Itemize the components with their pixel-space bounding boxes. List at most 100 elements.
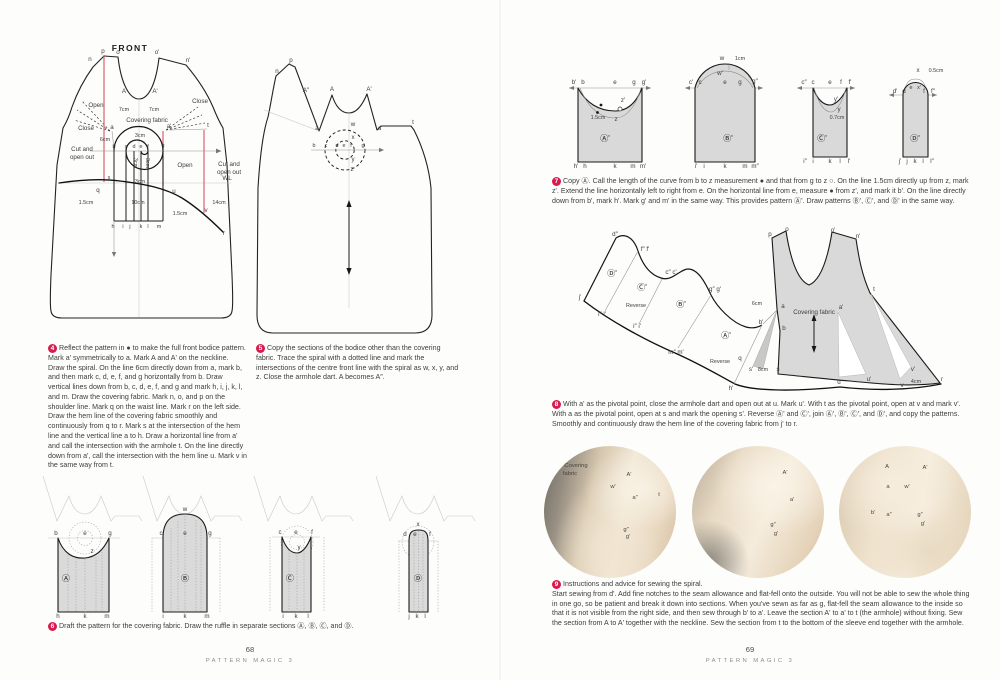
diagram-label: A xyxy=(330,86,335,93)
diagram-label: 0.5cm xyxy=(929,68,944,74)
photo-label: A xyxy=(885,464,889,470)
diagram-label: w xyxy=(182,506,188,513)
diagram-label: Ⓐ' xyxy=(721,331,731,340)
diagram-label: a' xyxy=(378,125,383,132)
diagram-label: c' xyxy=(689,79,693,86)
diagram-label: a' xyxy=(167,123,172,130)
diagram-label: g xyxy=(738,79,742,86)
diagram-label: j xyxy=(407,613,409,620)
diagram-label: c″ c' xyxy=(665,269,676,276)
step-8-text: With a' as the pivotal point, close the … xyxy=(552,400,961,428)
diagram-label: 10cm xyxy=(131,200,145,206)
diagram-label: p xyxy=(101,48,105,55)
diagram-label: f xyxy=(429,531,431,538)
photo-label: b' xyxy=(870,510,876,516)
diagram-label: Close xyxy=(78,125,94,132)
diagram-label: j' xyxy=(898,158,902,165)
diagram-label: Ⓓ' xyxy=(607,269,617,278)
photo-label: t xyxy=(658,492,660,498)
step-9-text: Start sewing from d'. Add fine notches t… xyxy=(552,589,970,628)
diagram-label: b xyxy=(782,325,786,332)
photo-fabric-folded-back: A'a'g″g' xyxy=(692,446,824,578)
diagram-label: m xyxy=(157,224,162,230)
diagram-label: k xyxy=(294,613,298,620)
diagram-label: u xyxy=(837,379,841,386)
photo-label: A' xyxy=(922,465,928,471)
diagram-label: d xyxy=(902,88,906,95)
diagram-label: h xyxy=(583,163,587,170)
photo-label: a xyxy=(886,484,890,490)
diagram-label: s xyxy=(776,366,779,373)
diagram-label: g' xyxy=(642,79,647,86)
diagram-label: m xyxy=(742,163,747,170)
diagram-label: z' xyxy=(621,97,625,104)
diagram-label: a xyxy=(315,125,319,132)
diagram-label: k xyxy=(913,158,917,165)
diagram-label: a' xyxy=(839,304,844,311)
photo-label: g' xyxy=(920,521,926,527)
photo-label: A' xyxy=(626,472,632,478)
diagram-label: d xyxy=(133,144,136,150)
series-title-left: PATTERN MAGIC 3 xyxy=(205,658,295,664)
diagram-label: y xyxy=(351,156,355,163)
diagram-label: w xyxy=(350,121,356,128)
diagram-label: f xyxy=(840,79,842,86)
diagram-label: A' xyxy=(152,88,157,95)
diagram-label: Reverse xyxy=(710,359,730,365)
photo-label: Covering xyxy=(564,463,588,469)
page-fold-divider xyxy=(499,0,501,680)
diagram-label: h xyxy=(56,613,60,620)
diagram-label: Ⓒ' xyxy=(817,134,827,143)
diagram-label: 3cm xyxy=(144,158,150,169)
diagram-label: l″ xyxy=(930,158,934,165)
step-8-badge: 8 xyxy=(552,400,561,409)
diagram-label: n xyxy=(88,56,92,63)
photo-label: g' xyxy=(773,531,779,537)
diagram-label: Covering fabric xyxy=(793,309,835,316)
diagram-label: i″ i' xyxy=(633,323,641,330)
diagram-label: b' xyxy=(759,319,764,326)
diagram-label: i xyxy=(162,613,163,620)
diagram-label: c xyxy=(278,529,281,536)
diagram-label: g xyxy=(208,530,212,537)
diagram-label: 7cm xyxy=(149,107,160,113)
diagram-label: 1.5cm xyxy=(173,211,188,217)
diagram-label: s xyxy=(108,175,111,181)
photo-label: a' xyxy=(789,497,795,503)
diagram-label: i″ xyxy=(803,158,807,165)
diagram-label: z xyxy=(90,548,93,555)
diagram-label: b' xyxy=(572,79,577,86)
diagram-label: k xyxy=(140,224,143,230)
diagram-label: f xyxy=(147,144,149,150)
step-9-title: Instructions and advice for sewing the s… xyxy=(563,580,703,588)
diagram-label: Ⓑ' xyxy=(723,134,733,143)
diagram-label: g″ xyxy=(752,78,758,85)
diagram-label: f″ xyxy=(931,88,936,95)
diagram-label: m xyxy=(104,613,109,620)
diagram-label: k xyxy=(723,163,727,170)
diagram-label: t xyxy=(873,286,875,293)
diagram-label: l xyxy=(424,613,425,620)
diagram-label: v xyxy=(204,207,208,214)
diagram-label: a xyxy=(110,124,114,131)
step-4-badge: 4 xyxy=(48,344,57,353)
diagram-label: 14cm xyxy=(212,200,226,206)
diagram-label: f xyxy=(311,529,313,536)
diagram-label: A″ xyxy=(303,87,310,94)
diagram-label: v' xyxy=(911,366,915,373)
diagram-label: 7cm xyxy=(119,107,130,113)
diagram-label: 1.5cm xyxy=(591,115,606,121)
diagram-label: Ⓐ xyxy=(62,574,70,583)
diagram-label: 6cm xyxy=(100,137,111,143)
diagram-label: r xyxy=(941,376,943,383)
step-7-text: Copy Ⓐ. Call the length of the curve fro… xyxy=(552,177,969,205)
diagram-label: Ⓒ' xyxy=(637,283,647,292)
diagram-label: j xyxy=(128,224,130,230)
